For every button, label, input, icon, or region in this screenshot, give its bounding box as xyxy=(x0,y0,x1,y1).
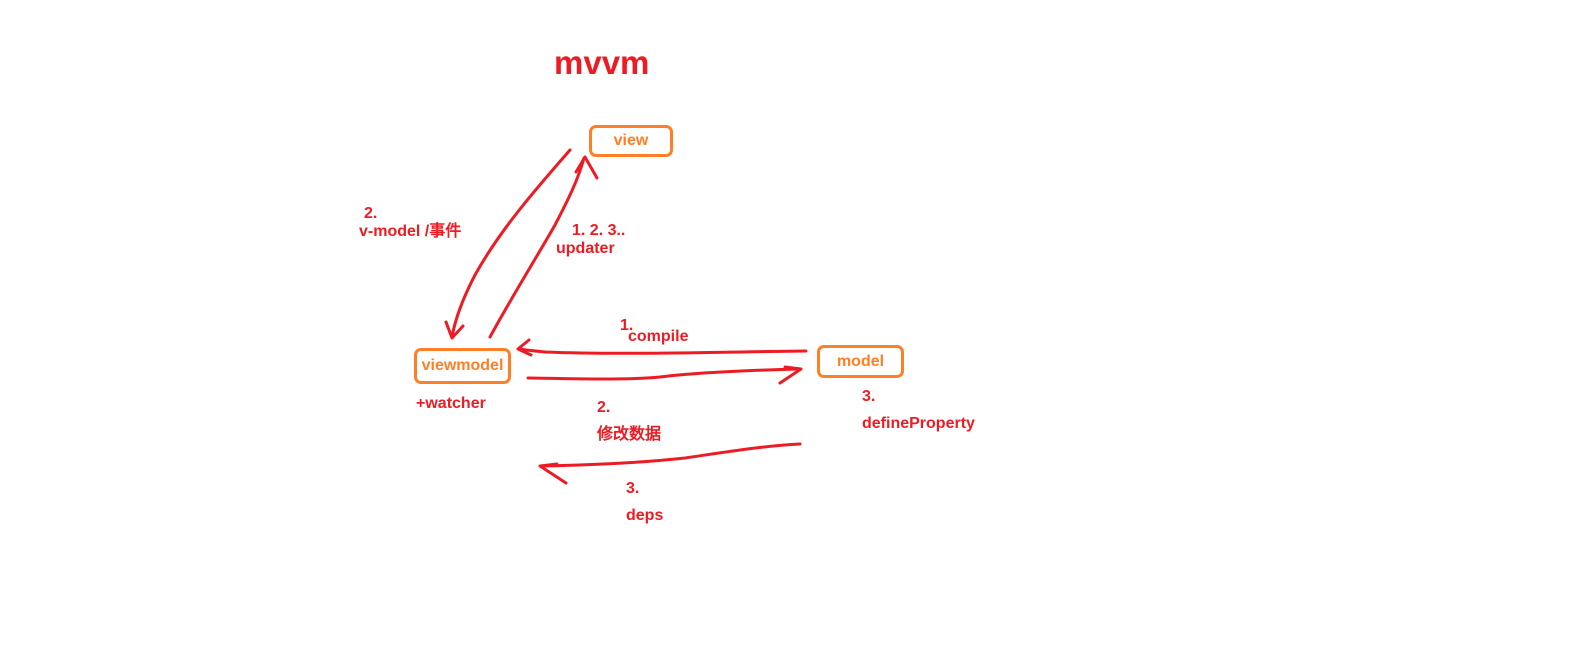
arrow-viewmodel-to-model xyxy=(526,367,802,381)
vmodel-label: v-model /事件 xyxy=(359,223,462,240)
arrowhead-deps-model-to-viewmodel xyxy=(538,462,568,485)
updater-step-numbers: 1. 2. 3.. xyxy=(572,222,626,239)
vmodel-step-number: 2. xyxy=(364,205,378,222)
deps-label: deps xyxy=(626,507,664,524)
defineproperty-label: defineProperty xyxy=(862,415,975,432)
compile-step-number: 1. xyxy=(620,317,634,334)
arrowhead-model-to-viewmodel xyxy=(516,338,533,357)
defineproperty-step-number: 3. xyxy=(862,388,876,405)
modify-step-number: 2. xyxy=(597,399,611,416)
diagram-title: mvvm xyxy=(554,44,650,81)
view-node: view xyxy=(589,125,673,157)
updater-label: updater xyxy=(556,240,615,257)
arrow-deps-model-to-viewmodel xyxy=(539,442,802,468)
arrowhead-view-to-viewmodel xyxy=(444,320,465,340)
viewmodel-node: viewmodel xyxy=(414,348,511,384)
watcher-label: +watcher xyxy=(416,395,486,412)
arrow-model-to-viewmodel xyxy=(517,347,808,355)
arrowhead-viewmodel-to-model xyxy=(778,365,803,385)
arrowhead-viewmodel-to-view xyxy=(574,155,599,180)
model-node: model xyxy=(817,345,904,378)
arrow-viewmodel-to-view xyxy=(488,156,586,339)
modify-data-label: 修改数据 xyxy=(597,426,662,443)
arrow-view-to-viewmodel xyxy=(450,148,572,339)
compile-label: compile xyxy=(628,328,689,345)
deps-step-number: 3. xyxy=(626,480,640,497)
